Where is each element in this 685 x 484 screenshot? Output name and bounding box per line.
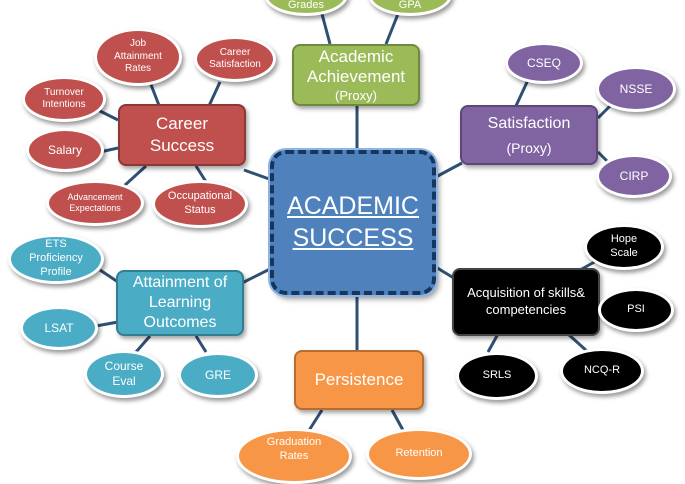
- occupational-line-1: Occupational: [167, 190, 233, 203]
- grades-label: Grades: [287, 0, 325, 12]
- srls-label: SRLS: [482, 369, 512, 382]
- academic-achievement-line-2: Achievement: [306, 67, 406, 87]
- career-satisfaction-line-1: Career: [219, 46, 251, 58]
- learning-outcomes-node: Attainment of Learning Outcomes: [116, 270, 244, 336]
- hope-scale-node: Hope Scale: [584, 224, 664, 270]
- career-success-line-2: Success: [149, 136, 215, 155]
- skills-competencies-node: Acquisition of skills& competencies: [452, 268, 600, 336]
- satisfaction-line-1: Satisfaction: [487, 114, 571, 132]
- course-eval-node: Course Eval: [84, 350, 164, 398]
- course-eval-line-2: Eval: [112, 374, 136, 388]
- center-line-1: ACADEMIC: [287, 192, 419, 221]
- nsse-label: NSSE: [619, 81, 653, 96]
- cseq-label: CSEQ: [526, 55, 561, 70]
- graduation-rates-node: Graduation Rates: [236, 428, 352, 484]
- retention-node: Retention: [366, 428, 472, 480]
- academic-achievement-node: Academic Achievement (Proxy): [292, 44, 420, 106]
- mind-map: ACADEMIC SUCCESS Academic Achievement (P…: [8, 0, 676, 484]
- salary-node: Salary: [26, 128, 104, 172]
- gre-label: GRE: [204, 367, 231, 382]
- occupational-line-2: Status: [184, 204, 216, 216]
- academic-achievement-line-1: Academic: [318, 46, 394, 66]
- retention-label: Retention: [395, 447, 443, 460]
- gre-node: GRE: [178, 352, 258, 398]
- course-eval-line-1: Course: [104, 359, 144, 373]
- psi-node: PSI: [598, 288, 674, 332]
- psi-label: PSI: [627, 303, 645, 316]
- lsat-node: LSAT: [20, 306, 98, 350]
- learning-outcomes-line-2: Learning: [148, 294, 212, 311]
- center-line-2: SUCCESS: [292, 223, 414, 252]
- connector-satisfaction: [433, 161, 463, 180]
- career-satisfaction-node: Career Satisfaction: [194, 36, 276, 82]
- learning-outcomes-line-1: Attainment of: [132, 274, 228, 291]
- gpa-label: GPA: [398, 0, 422, 12]
- skills-line-2: competencies: [485, 302, 567, 317]
- career-success-line-1: Career: [156, 113, 208, 133]
- persistence-node: Persistence: [294, 350, 424, 410]
- cirp-node: CIRP: [596, 154, 672, 198]
- cseq-node: CSEQ: [505, 42, 583, 84]
- job-attainment-line-3: Rates: [124, 63, 152, 75]
- skills-line-1: Acquisition of skills&: [467, 285, 585, 301]
- learning-outcomes-line-3: Outcomes: [143, 314, 217, 331]
- academic-success-node: ACADEMIC SUCCESS: [270, 150, 436, 295]
- srls-node: SRLS: [456, 352, 538, 400]
- connector-career-success: [243, 168, 273, 182]
- persistence-label: Persistence: [314, 370, 404, 389]
- salary-label: Salary: [47, 142, 82, 157]
- ets-line-1: ETS: [45, 238, 67, 251]
- ncq-r-node: NCQ-R: [560, 348, 644, 394]
- graduation-line-1: Graduation: [266, 436, 322, 449]
- hope-line-2: Scale: [610, 247, 638, 259]
- turnover-intentions-node: Turnover Intentions: [22, 76, 106, 122]
- cirp-label: CIRP: [619, 168, 649, 183]
- career-satisfaction-line-2: Satisfaction: [209, 59, 261, 70]
- turnover-line-1: Turnover: [44, 86, 84, 98]
- satisfaction-line-2: (Proxy): [506, 139, 552, 156]
- turnover-line-2: Intentions: [42, 99, 86, 110]
- job-attainment-node: Job Attainment Rates: [94, 28, 182, 86]
- job-attainment-line-1: Job: [129, 38, 147, 50]
- academic-achievement-line-3: (Proxy): [335, 87, 377, 103]
- hope-line-1: Hope: [610, 233, 638, 246]
- nsse-node: NSSE: [596, 66, 676, 112]
- lsat-label: LSAT: [44, 320, 74, 335]
- job-attainment-line-2: Attainment: [114, 50, 162, 62]
- advancement-line-2: Expectations: [69, 203, 121, 213]
- satisfaction-node: Satisfaction (Proxy): [460, 105, 598, 165]
- career-success-node: Career Success: [118, 104, 246, 166]
- ncq-r-label: NCQ-R: [583, 364, 621, 377]
- advancement-line-1: Advancement: [67, 191, 123, 202]
- advancement-expectations-node: Advancement Expectations: [46, 180, 144, 226]
- ets-proficiency-node: ETS Proficiency Profile: [8, 234, 104, 284]
- occupational-status-node: Occupational Status: [152, 180, 248, 228]
- graduation-line-2: Rates: [279, 450, 309, 462]
- ets-line-2: Proficiency: [29, 252, 83, 265]
- ets-line-3: Profile: [40, 265, 72, 278]
- connector-learning-outcomes: [241, 266, 273, 285]
